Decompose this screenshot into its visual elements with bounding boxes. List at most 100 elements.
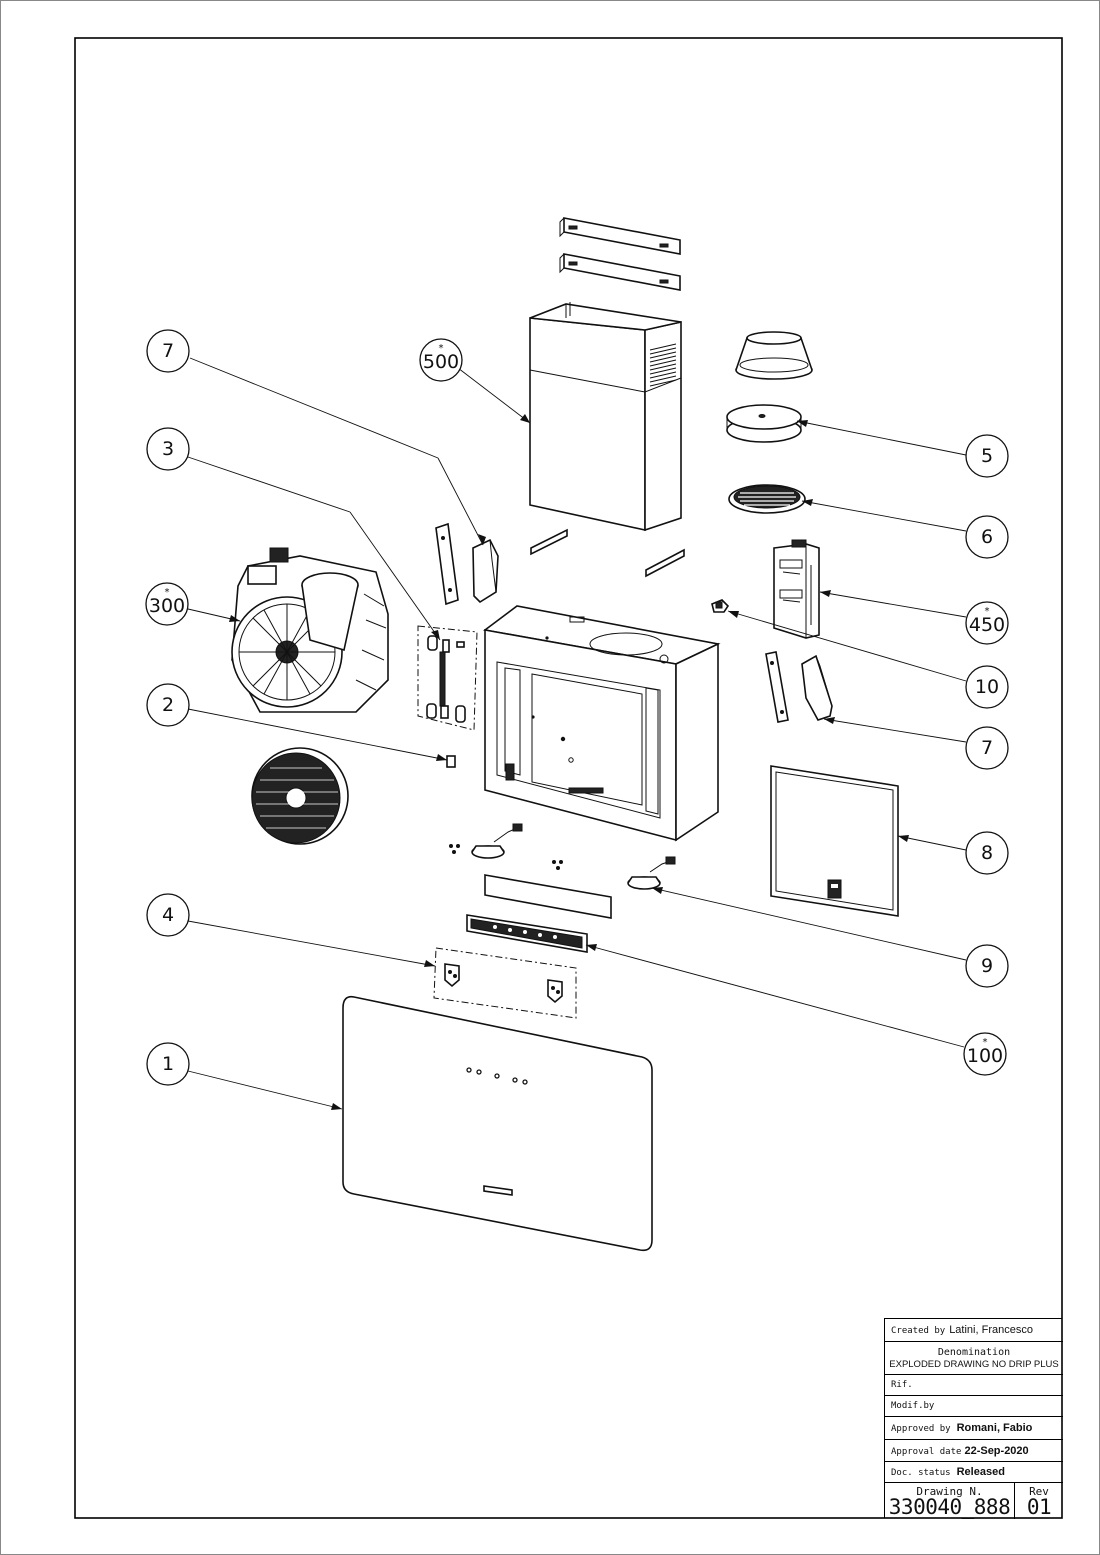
balloon-circle — [965, 944, 1009, 988]
balloon-star-mark: * — [439, 343, 444, 354]
balloon-circle — [965, 515, 1009, 559]
balloon-circle — [146, 427, 190, 471]
balloon-circle — [146, 1042, 190, 1086]
motor-blower — [231, 547, 389, 713]
balloon-number: 7 — [981, 737, 993, 759]
balloon-4: 4 — [146, 893, 190, 937]
drawing-number-cell: Drawing N. 330040_888 — [885, 1483, 1015, 1519]
approved-by-value: Romani, Fabio — [956, 1422, 1033, 1434]
balloon-number: 2 — [162, 694, 174, 716]
leader-3-tail — [349, 511, 441, 641]
balloon-circle — [146, 893, 190, 937]
cover-plate — [484, 874, 612, 919]
front-glass-panel — [342, 995, 653, 1252]
balloon-7-left: 7 — [146, 329, 190, 373]
balloon-circle — [963, 1032, 1007, 1076]
denomination-row: Denomination EXPLODED DRAWING NO DRIP PL… — [885, 1342, 1063, 1375]
balloon-circle — [145, 582, 189, 626]
leader-7-left-tail — [437, 457, 484, 546]
leader-arrowheads — [229, 414, 909, 1110]
chimney-bracket-left — [530, 528, 568, 556]
balloon-star-mark: * — [985, 606, 990, 617]
anti-odor-grille — [728, 484, 806, 514]
leader-8 — [897, 835, 967, 851]
created-by-label: Created by — [891, 1326, 946, 1336]
balloon-circle — [965, 831, 1009, 875]
grease-filter — [770, 765, 899, 917]
rif-row: Rif. — [885, 1375, 1063, 1396]
leader-450 — [819, 591, 967, 618]
drawing-frame — [74, 37, 1063, 1519]
balloon-number: 500 — [423, 351, 459, 373]
leader-5 — [796, 420, 967, 456]
rif-label: Rif. — [891, 1380, 913, 1390]
screws-middle — [552, 860, 563, 870]
balloon-circle — [146, 329, 190, 373]
balloon-450: 450* — [965, 601, 1009, 645]
balloon-6: 6 — [965, 515, 1009, 559]
chimney-vent-slots — [649, 343, 677, 387]
approval-date-value: 22-Sep-2020 — [964, 1445, 1029, 1457]
balloon-1: 1 — [146, 1042, 190, 1086]
approved-by-row: Approved by Romani, Fabio — [885, 1417, 1063, 1440]
balloon-circle — [965, 601, 1009, 645]
screws-left — [449, 844, 460, 854]
leader-1 — [187, 1070, 343, 1110]
leader-3 — [187, 456, 351, 513]
denomination-label: Denomination — [937, 1347, 1011, 1358]
balloon-number: 1 — [162, 1053, 174, 1075]
revision-label: Rev — [1029, 1485, 1049, 1498]
revision-cell: Rev 01 — [1015, 1483, 1063, 1519]
lamp-cover-left — [472, 538, 499, 604]
leader-7-left — [189, 357, 439, 459]
glass-fixing-kit — [433, 947, 577, 1019]
hinge-kit-group — [417, 625, 478, 731]
balloon-8: 8 — [965, 831, 1009, 875]
side-strip-right — [765, 651, 789, 723]
balloon-9: 9 — [965, 944, 1009, 988]
lamp-right — [627, 856, 676, 890]
cable-clip — [711, 599, 730, 613]
drawing-number-row: Drawing N. 330040_888 Rev 01 — [885, 1483, 1063, 1519]
balloon-circle — [965, 434, 1009, 478]
drawing-number-label: Drawing N. — [916, 1485, 983, 1498]
modif-row: Modif.by — [885, 1396, 1063, 1417]
leader-500 — [457, 367, 531, 424]
balloon-number: 5 — [981, 445, 993, 467]
leader-4 — [187, 920, 436, 967]
balloon-circle — [419, 338, 463, 382]
balloon-number: 3 — [162, 438, 174, 460]
balloon-star-mark: * — [983, 1037, 988, 1048]
created-by-value: Latini, Francesco — [949, 1324, 1033, 1336]
hood-body — [483, 605, 721, 842]
carbon-filter-housing — [773, 539, 820, 639]
drawing-number-value: 330040_888 — [888, 1495, 1011, 1519]
leader-2 — [187, 708, 448, 761]
balloon-number: 4 — [162, 904, 174, 926]
doc-status-label: Doc. status — [891, 1468, 951, 1478]
approval-date-label: Approval date — [891, 1447, 962, 1457]
balloon-number: 7 — [162, 340, 174, 362]
balloon-circle — [965, 665, 1009, 709]
balloon-3: 3 — [146, 427, 190, 471]
chimney-cover — [529, 302, 682, 532]
approved-by-label: Approved by — [891, 1424, 951, 1434]
balloon-number: 450 — [969, 614, 1005, 636]
balloon-number: 8 — [981, 842, 993, 864]
control-board — [466, 914, 588, 953]
side-strip-left — [435, 522, 459, 606]
balloon-number: 10 — [975, 676, 999, 698]
balloon-300: 300* — [145, 582, 189, 626]
chimney-bracket-right — [645, 548, 685, 578]
leader-lines — [187, 357, 967, 1110]
balloon-number: 6 — [981, 526, 993, 548]
balloon-7-right: 7 — [965, 726, 1009, 770]
leader-6 — [801, 500, 967, 532]
leader-9 — [651, 887, 967, 961]
duct-adaptor-collar — [735, 331, 813, 380]
